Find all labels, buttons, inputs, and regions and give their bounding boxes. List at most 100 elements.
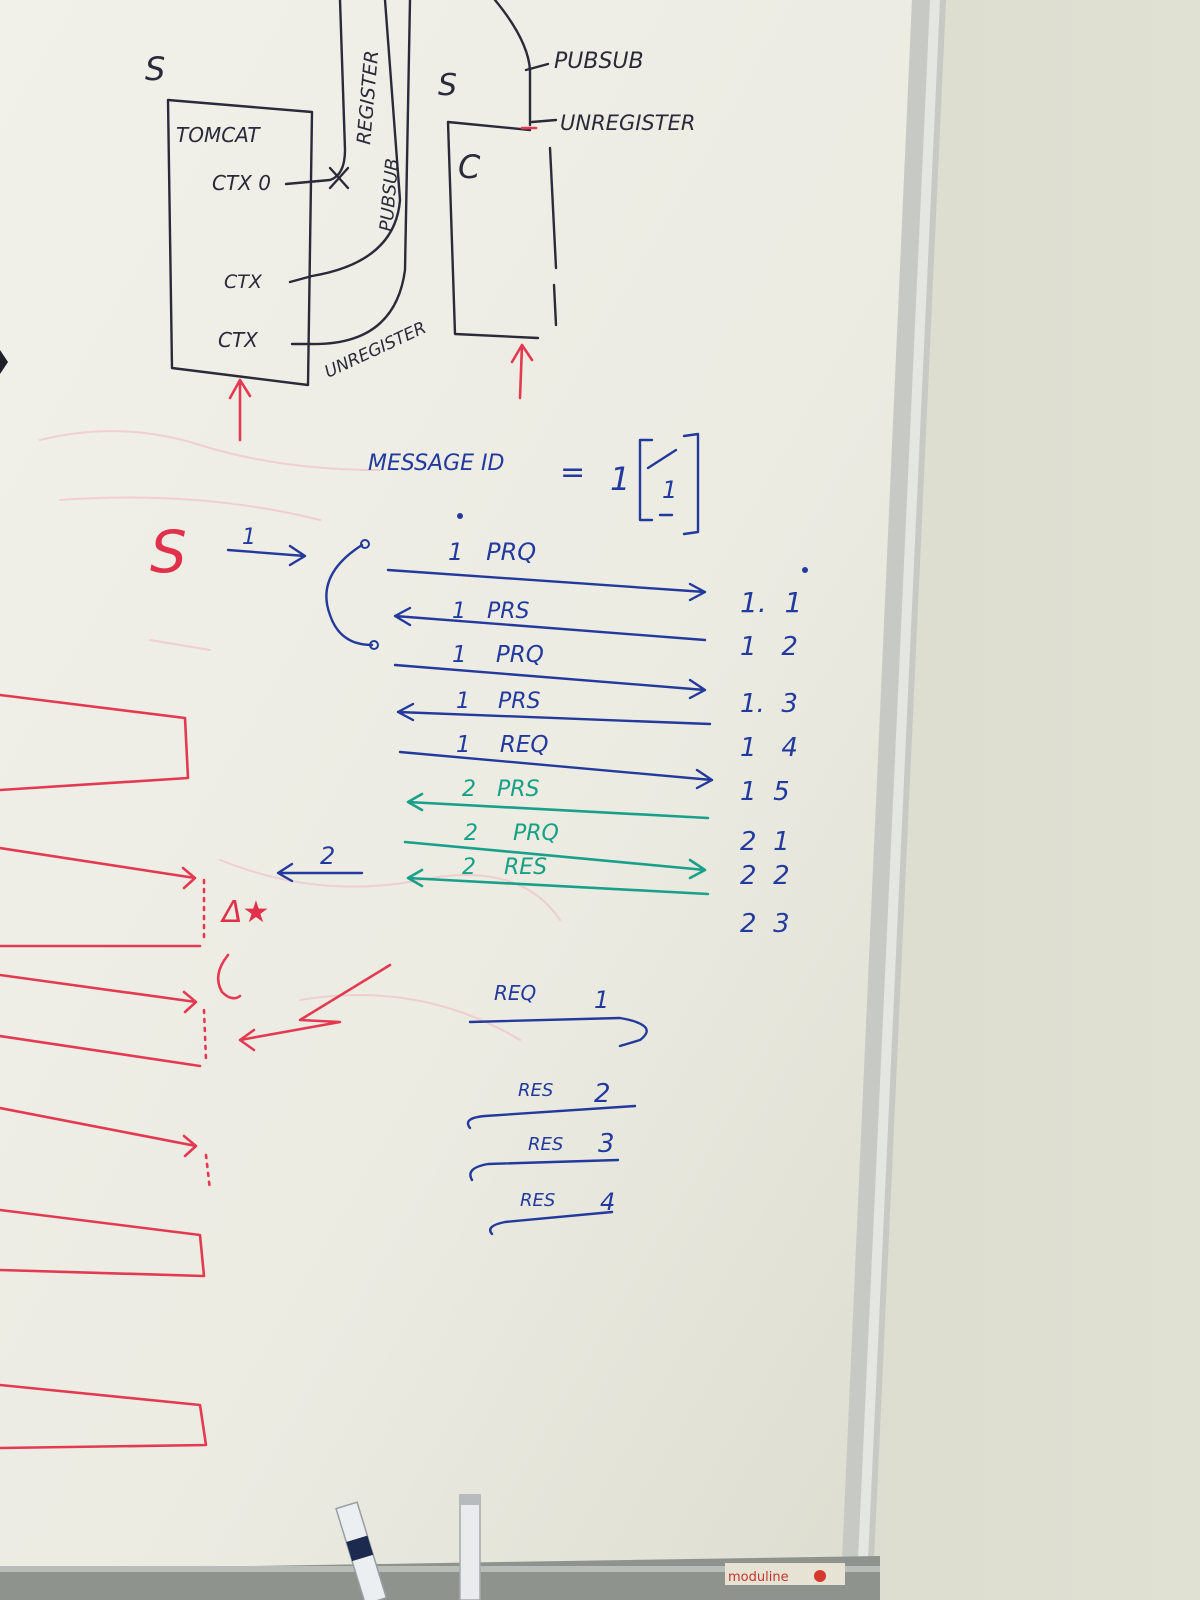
marker-pen-white[interactable] bbox=[459, 1494, 481, 1600]
req-res-item: REQ 1 bbox=[468, 981, 648, 1048]
client-red-arrow-icon bbox=[510, 343, 534, 400]
marker-pen-labeled[interactable] bbox=[335, 1501, 388, 1600]
ctx-label-1: CTX bbox=[224, 271, 263, 293]
architecture-diagram: S TOMCAT CTX 0 CTX CTX REGISTER PUBSUB U… bbox=[145, 0, 695, 442]
ctx0-register-link bbox=[284, 0, 347, 186]
ctx0-cross-mark bbox=[328, 166, 350, 190]
message-ids-4: 1 5 bbox=[740, 777, 790, 807]
pubsub-pointer bbox=[524, 62, 550, 72]
tick-dot-top bbox=[457, 513, 463, 519]
ctx-label-0: CTX 0 bbox=[212, 171, 271, 195]
frame-logo-icon bbox=[814, 1570, 826, 1582]
message-ids-2: 1. 3 bbox=[740, 689, 798, 719]
right-box-marker: S bbox=[438, 68, 457, 103]
unregister-pointer bbox=[530, 118, 558, 124]
message-row-6: 2 PRQ 2 2 bbox=[403, 821, 790, 891]
tomcat-red-arrow-icon bbox=[228, 378, 252, 442]
message-row-5: 2 PRS 2 1 bbox=[406, 777, 790, 857]
message-id-label: MESSAGE ID bbox=[368, 451, 504, 476]
red-bar-1 bbox=[0, 693, 190, 792]
tomcat-box bbox=[166, 98, 314, 387]
req-arrow-icon bbox=[468, 1016, 648, 1048]
lightning-arrow-icon bbox=[238, 963, 392, 1052]
red-line-2 bbox=[0, 846, 197, 890]
message-arrow-3 bbox=[396, 702, 712, 726]
message-label-4: 1 REQ bbox=[456, 732, 549, 758]
req-res-item: RES 3 bbox=[469, 1129, 620, 1182]
message-ids-5: 2 1 bbox=[740, 827, 790, 857]
message-id-bracket-value: 1 bbox=[662, 476, 677, 504]
res-arrow-icon bbox=[489, 1210, 614, 1236]
frame-brand-label: moduline bbox=[728, 1570, 789, 1585]
red-line-6 bbox=[0, 1106, 198, 1158]
req-res-label: RES bbox=[528, 1134, 563, 1155]
message-label-2: 1 PRQ bbox=[452, 642, 544, 668]
return-arrow-icon bbox=[276, 862, 364, 883]
req-res-label: RES bbox=[518, 1080, 553, 1101]
loop-start-dot bbox=[360, 539, 370, 549]
return-arrow-label: 2 bbox=[320, 842, 335, 870]
frame-highlight bbox=[858, 0, 940, 1560]
tray-edge bbox=[0, 1566, 880, 1572]
whiteboard-surface bbox=[0, 0, 912, 1575]
loop-curve bbox=[325, 543, 374, 647]
start-arrow-label: 1 bbox=[242, 525, 256, 550]
ctx2-unregister-link bbox=[290, 0, 412, 346]
red-bar-3 bbox=[0, 1383, 208, 1450]
message-row-7: 2 RES 2 3 bbox=[406, 855, 790, 939]
message-label-7: 2 RES bbox=[462, 855, 547, 880]
message-row-4: 1 REQ 1 5 bbox=[398, 732, 790, 807]
message-arrow-7 bbox=[406, 868, 710, 896]
req-res-list: REQ 1 RES 2 RES 3 RES 4 bbox=[466, 981, 648, 1236]
client-box bbox=[446, 120, 558, 340]
loop-end-dot bbox=[369, 640, 379, 650]
red-dotted-3 bbox=[204, 1153, 212, 1192]
left-box-marker: S bbox=[145, 50, 165, 88]
message-arrow-5 bbox=[406, 792, 710, 820]
message-ids-6: 2 2 bbox=[740, 861, 790, 891]
message-label-1: 1 PRS bbox=[452, 599, 530, 624]
message-row-3: 1 PRS 1 4 bbox=[396, 689, 798, 763]
red-curved-arrow-icon bbox=[216, 953, 242, 1000]
ctx-label-2: CTX bbox=[218, 328, 259, 352]
tick-dot-right bbox=[802, 567, 808, 573]
message-ids-3: 1 4 bbox=[740, 733, 798, 763]
red-line-4 bbox=[0, 973, 198, 1014]
message-arrow-2 bbox=[393, 663, 707, 700]
ctx1-pubsub-link bbox=[288, 0, 402, 284]
message-arrow-0 bbox=[386, 568, 707, 602]
message-ids-7: 2 3 bbox=[740, 909, 790, 939]
red-line-5 bbox=[0, 1034, 202, 1068]
message-arrow-6 bbox=[403, 840, 707, 880]
unregister-label: UNREGISTER bbox=[560, 111, 695, 135]
req-res-label: RES bbox=[520, 1190, 555, 1211]
erased-ghost-strokes bbox=[39, 430, 561, 1041]
tomcat-label: TOMCAT bbox=[176, 123, 261, 147]
message-arrow-4 bbox=[398, 750, 714, 790]
message-label-0: 1 PRQ bbox=[448, 538, 536, 566]
red-dotted-2 bbox=[202, 1008, 208, 1062]
client-box-label: C bbox=[458, 148, 481, 186]
req-res-number: 2 bbox=[594, 1079, 611, 1109]
sequence-s-marker: S bbox=[150, 518, 187, 586]
pubsub-label: PUBSUB bbox=[554, 49, 644, 74]
sequence-diagram: S 1 1 PRQ 1. 1 1 PRS 1 2 1 PRQ 1. 3 1 PR… bbox=[150, 513, 808, 939]
message-id-prefix: 1 bbox=[610, 460, 630, 498]
message-ids-0: 1. 1 bbox=[740, 586, 802, 619]
message-row-2: 1 PRQ 1. 3 bbox=[393, 642, 798, 719]
message-label-5: 2 PRS bbox=[462, 777, 540, 802]
message-id-equals: = bbox=[560, 455, 585, 490]
message-row-0: 1 PRQ 1. 1 bbox=[386, 538, 802, 619]
message-arrow-1 bbox=[393, 606, 707, 642]
req-res-number: 4 bbox=[600, 1188, 615, 1216]
req-res-item: RES 2 bbox=[466, 1079, 637, 1130]
message-id-bracket bbox=[638, 432, 700, 536]
message-id-note: MESSAGE ID = 1 1 bbox=[368, 432, 700, 536]
message-label-6: 2 PRQ bbox=[464, 821, 559, 846]
req-res-number: 1 bbox=[594, 986, 609, 1014]
req-res-item: RES 4 bbox=[489, 1188, 615, 1236]
res-arrow-icon bbox=[466, 1104, 637, 1130]
start-arrow-icon bbox=[226, 544, 307, 567]
left-edge-mark bbox=[0, 350, 8, 374]
